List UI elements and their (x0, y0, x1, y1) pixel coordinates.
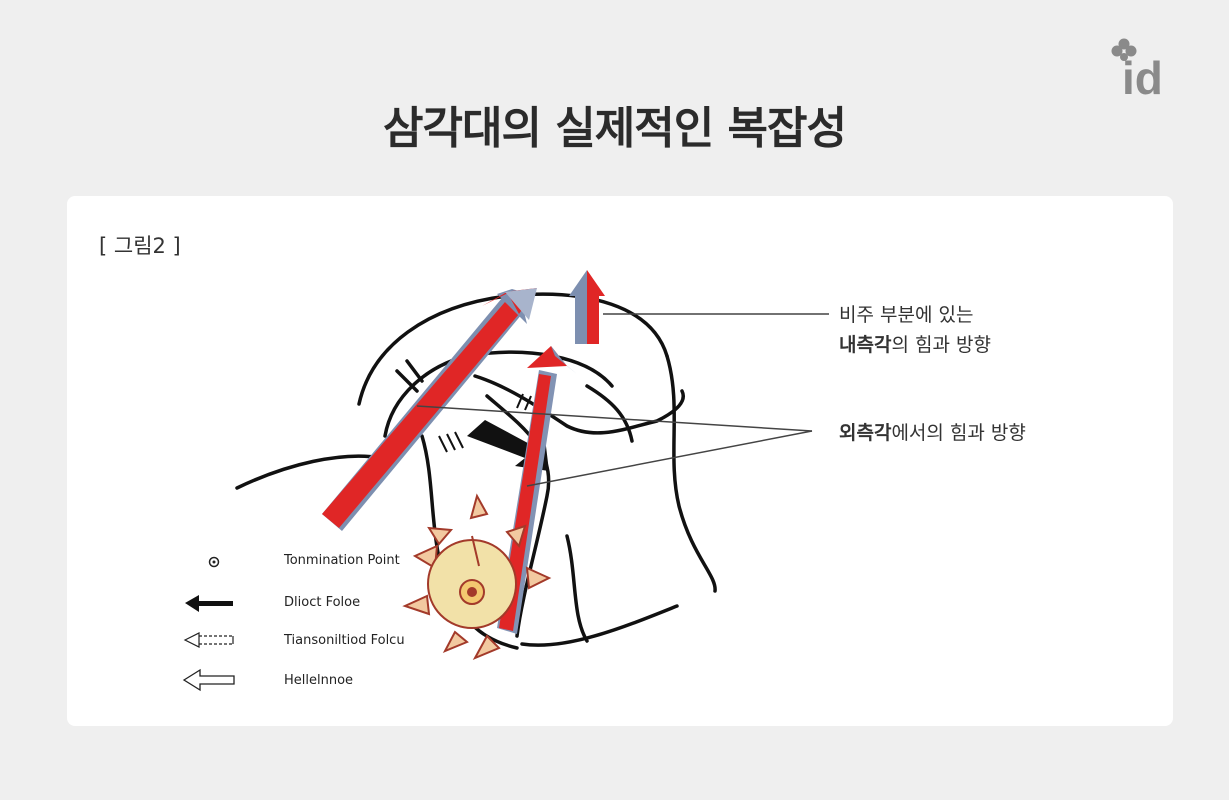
legend-label-termination: Tonmination Point (284, 553, 400, 568)
callout-medial-crus: 비주 부분에 있는 내측각의 힘과 방향 (839, 300, 991, 360)
termination-sun (402, 493, 552, 661)
medial-crus-arrow (569, 270, 605, 344)
tripod-illustration (182, 270, 829, 692)
callout-lateral-rest: 에서의 힘과 방향 (891, 422, 1026, 444)
callout-medial-bold: 내측각 (839, 334, 892, 356)
logo-text: id (1122, 52, 1163, 98)
hollow-arrow-icon (182, 668, 235, 692)
legend-label-direct: Dlioct Foloe (284, 595, 361, 610)
callout-medial-rest: 의 힘과 방향 (891, 334, 991, 356)
figure-card: [ 그림2 ] (67, 196, 1173, 726)
lateral-crus-arrow-left (322, 288, 537, 531)
nose-outline (235, 292, 717, 650)
hatch-marks (438, 393, 532, 453)
brand-logo: id (1111, 38, 1163, 98)
flower-icon (1111, 38, 1137, 61)
legend-icons (182, 556, 235, 692)
callout-lateral-bold: 외측각 (839, 422, 892, 444)
target-icon (208, 556, 220, 568)
callout-medial-line1: 비주 부분에 있는 (839, 304, 974, 326)
callout-lateral-crus: 외측각에서의 힘과 방향 (839, 418, 1026, 448)
dashed-arrow-icon (183, 632, 234, 648)
page-title: 삼각대의 실제적인 복잡성 (383, 103, 847, 154)
callout-leader-lines (416, 313, 829, 487)
legend-label-resistance: Hellelnnoe (284, 673, 354, 688)
figure-caption: [ 그림2 ] (99, 234, 181, 258)
solid-arrow-icon (185, 595, 233, 612)
callout-medial-line2: 내측각의 힘과 방향 (839, 330, 991, 360)
legend-label-transmitted: Tiansoniltiod Folcu (284, 633, 405, 648)
